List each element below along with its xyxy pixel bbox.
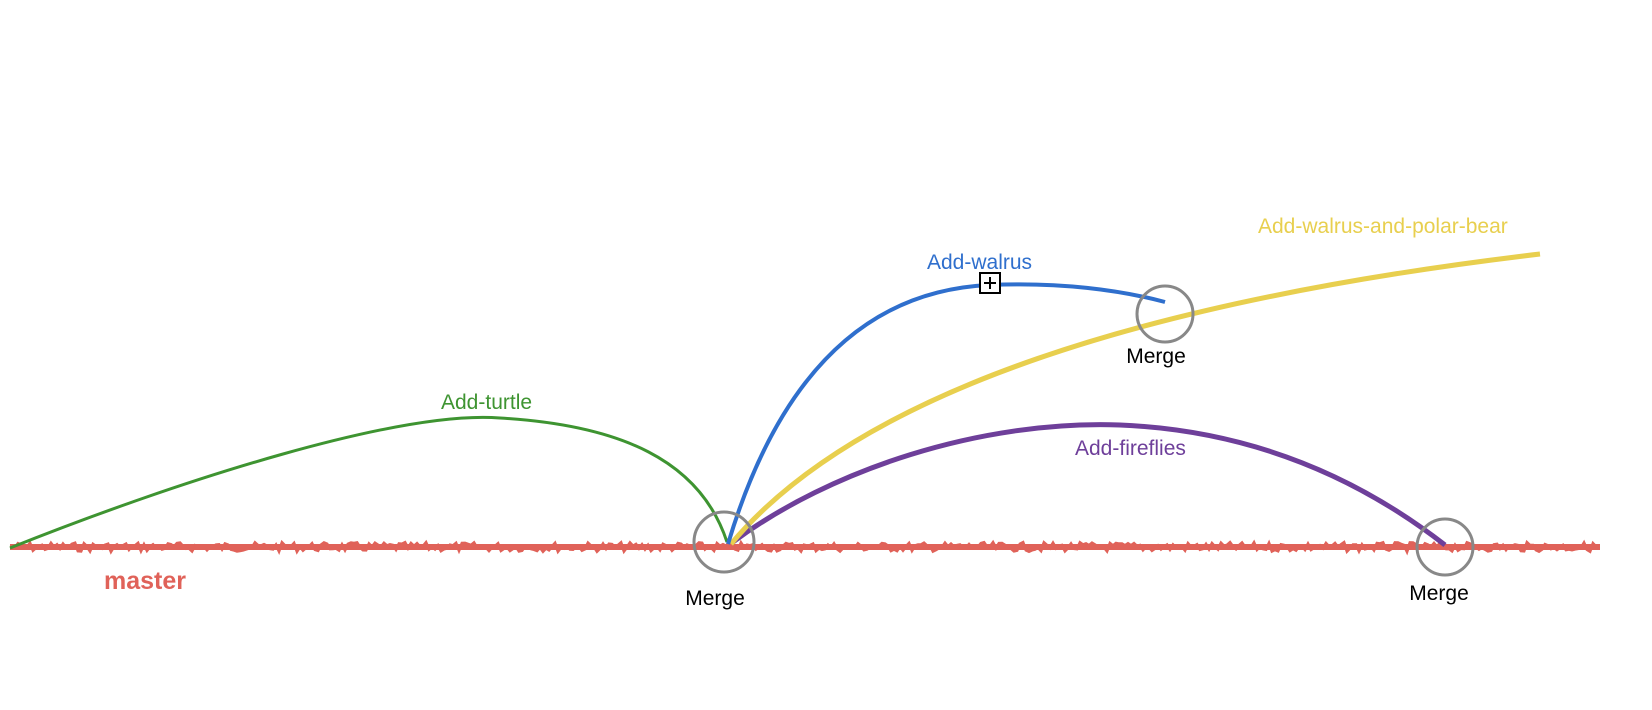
merge-marker-2[interactable] [1135, 284, 1195, 344]
merge-label-2: Merge [1126, 345, 1186, 368]
walrus-branch-line [726, 282, 1166, 545]
merge-marker-3[interactable] [1415, 517, 1475, 577]
plus-box-icon[interactable] [979, 272, 1001, 294]
merge-label-3: Merge [1409, 582, 1469, 605]
polar-label: Add-walrus-and-polar-bear [1258, 215, 1508, 238]
merge-marker-1[interactable] [692, 510, 756, 574]
merge-label-1: Merge [685, 587, 745, 610]
master-line-base [10, 544, 1600, 550]
master-label: master [104, 567, 186, 595]
turtle-label: Add-turtle [441, 391, 532, 414]
master-branch [9, 539, 1600, 556]
walrus-label: Add-walrus [927, 251, 1032, 274]
turtle-branch-line [9, 415, 729, 550]
fireflies-branch-line [731, 422, 1447, 547]
fireflies-label: Add-fireflies [1075, 437, 1186, 460]
polar-branch-line [729, 251, 1541, 546]
